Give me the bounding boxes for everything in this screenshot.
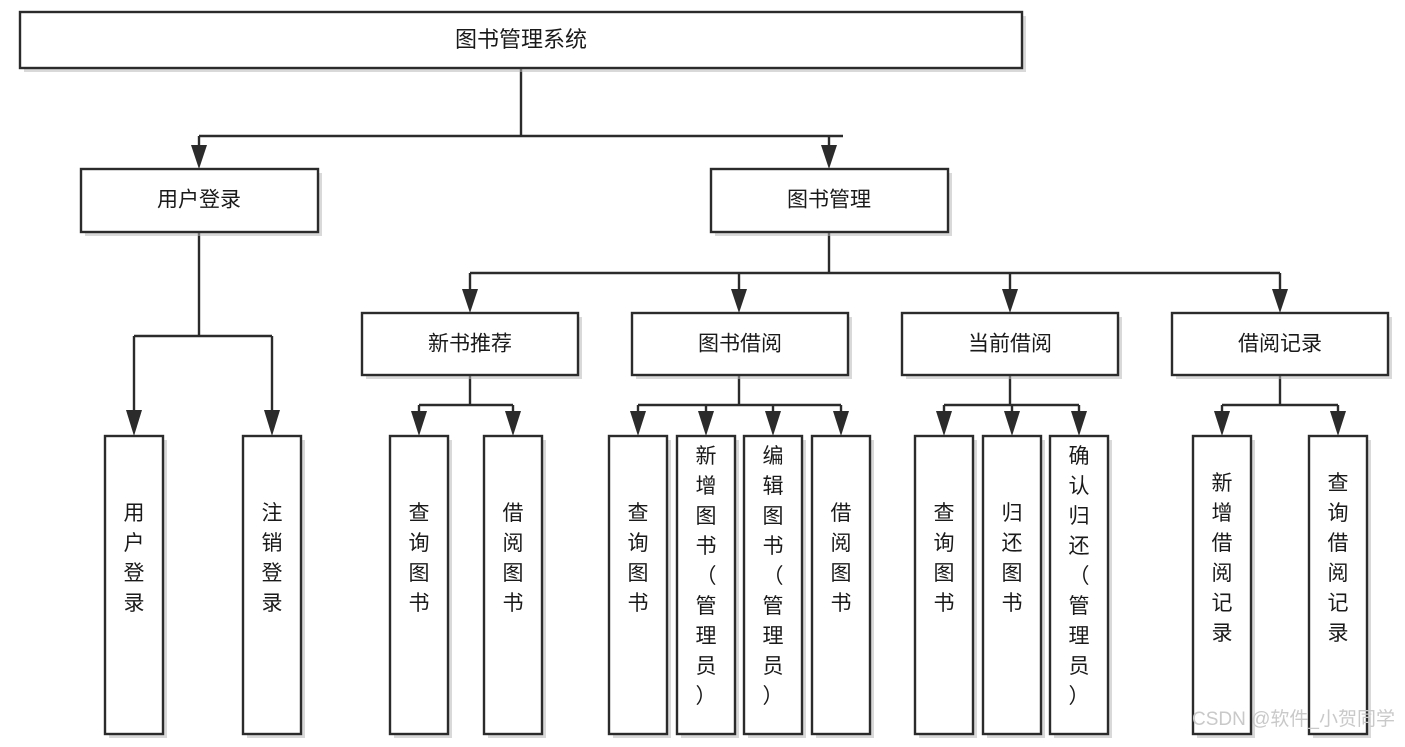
leaf-node-borrow-book-2[interactable]: 借阅图书 (810, 434, 874, 738)
arrow-head-icon (1071, 411, 1087, 436)
node-box (913, 434, 975, 736)
leaf-label-query-book-3: 查询图书 (934, 502, 955, 615)
node-box (1048, 434, 1110, 736)
node-book-borrow-label: 图书借阅 (698, 333, 782, 356)
leaf-label-query-book-2: 查询图书 (628, 502, 649, 615)
node-current-borrow-label: 当前借阅 (968, 333, 1052, 356)
arrow-head-icon (462, 289, 478, 313)
node-user-login-label: 用户登录 (157, 189, 241, 212)
node-box (388, 434, 450, 736)
node-book-borrow[interactable]: 图书借阅 (630, 311, 852, 379)
connector-book-borrow-to-leaves (630, 375, 849, 436)
connector-borrow-record-to-leaves (1214, 375, 1346, 436)
node-current-borrow[interactable]: 当前借阅 (900, 311, 1122, 379)
watermark-text: CSDN @软件_小贺同学 (1192, 708, 1395, 730)
node-box (675, 434, 737, 736)
arrow-head-icon (821, 145, 837, 169)
node-box (18, 10, 1024, 70)
node-box (607, 434, 669, 736)
node-borrow-record-label: 借阅记录 (1238, 333, 1322, 356)
connector-current-borrow-to-leaves (936, 375, 1087, 436)
node-box (630, 311, 850, 377)
leaf-label-borrow-book-1: 借阅图书 (503, 502, 524, 615)
node-borrow-record[interactable]: 借阅记录 (1170, 311, 1392, 379)
node-box (79, 167, 320, 234)
leaf-label-query-record: 查询借阅记录 (1328, 472, 1349, 645)
arrow-head-icon (264, 410, 280, 436)
leaf-label-logout-login: 注销登录 (262, 502, 283, 615)
connector-layer (126, 68, 1346, 436)
leaf-node-query-book-2[interactable]: 查询图书 (607, 434, 671, 738)
leaf-node-confirm-return[interactable]: 确认归还（管理员） (1048, 434, 1112, 738)
node-new-book-recommend-label: 新书推荐 (428, 333, 512, 356)
node-box (1191, 434, 1253, 736)
arrow-head-icon (765, 411, 781, 436)
node-root[interactable]: 图书管理系统 (18, 10, 1026, 72)
node-box (103, 434, 165, 736)
node-box (1170, 311, 1390, 377)
node-box (709, 167, 950, 234)
leaf-label-edit-book: 编辑图书（管理员） (763, 445, 784, 708)
leaf-label-return-book: 归还图书 (1002, 502, 1023, 615)
leaf-label-user-login: 用户登录 (124, 502, 145, 615)
arrow-head-icon (505, 411, 521, 436)
leaf-node-query-book-1[interactable]: 查询图书 (388, 434, 452, 738)
arrow-head-icon (698, 411, 714, 436)
leaf-label-confirm-return: 确认归还（管理员） (1069, 445, 1090, 708)
arrow-head-icon (1004, 411, 1020, 436)
leaf-label-borrow-book-2: 借阅图书 (831, 502, 852, 615)
leaf-node-edit-book[interactable]: 编辑图书（管理员） (742, 434, 806, 738)
arrow-head-icon (126, 410, 142, 436)
leaf-node-add-book[interactable]: 新增图书（管理员） (675, 434, 739, 738)
arrow-head-icon (731, 289, 747, 313)
arrow-head-icon (1002, 289, 1018, 313)
node-root-label: 图书管理系统 (455, 27, 587, 52)
arrow-head-icon (936, 411, 952, 436)
leaf-label-query-book-1: 查询图书 (409, 502, 430, 615)
leaf-label-add-record: 新增借阅记录 (1212, 472, 1233, 645)
connector-user-login-to-leaves (126, 232, 280, 436)
arrow-head-icon (630, 411, 646, 436)
arrow-head-icon (1330, 411, 1346, 436)
leaf-node-user-login[interactable]: 用户登录 (103, 434, 167, 738)
leaf-node-add-record[interactable]: 新增借阅记录 (1191, 434, 1255, 738)
arrow-head-icon (191, 145, 207, 169)
connector-root-to-level2 (191, 68, 843, 169)
node-box (900, 311, 1120, 377)
node-user-login[interactable]: 用户登录 (79, 167, 322, 236)
node-book-management-label: 图书管理 (787, 189, 871, 212)
node-new-book-recommend[interactable]: 新书推荐 (360, 311, 582, 379)
node-box (241, 434, 303, 736)
node-box (482, 434, 544, 736)
arrow-head-icon (411, 411, 427, 436)
leaf-node-query-book-3[interactable]: 查询图书 (913, 434, 977, 738)
connector-new-book-recommend-to-leaves (411, 375, 521, 436)
leaf-node-logout-login[interactable]: 注销登录 (241, 434, 305, 738)
node-box (810, 434, 872, 736)
leaf-node-query-record[interactable]: 查询借阅记录 (1307, 434, 1371, 738)
node-box (981, 434, 1043, 736)
arrow-head-icon (833, 411, 849, 436)
node-book-management[interactable]: 图书管理 (709, 167, 952, 236)
leaf-node-borrow-book-1[interactable]: 借阅图书 (482, 434, 546, 738)
node-box (1307, 434, 1369, 736)
arrow-head-icon (1214, 411, 1230, 436)
arrow-head-icon (1272, 289, 1288, 313)
node-box (742, 434, 804, 736)
connector-book-management-to-level3 (462, 232, 1288, 313)
leaf-node-return-book[interactable]: 归还图书 (981, 434, 1045, 738)
leaf-label-add-book: 新增图书（管理员） (696, 445, 717, 708)
node-box (360, 311, 580, 377)
